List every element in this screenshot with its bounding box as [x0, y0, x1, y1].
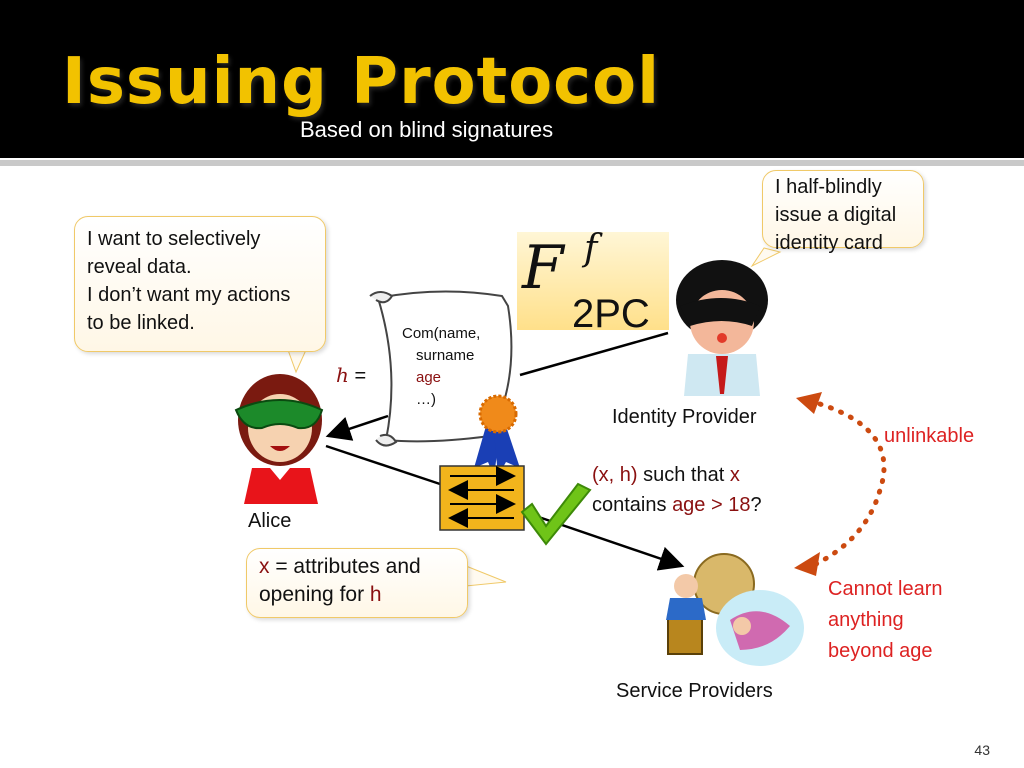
proof-age-condition: age > 18 — [672, 494, 751, 516]
commitment-line-4: …) — [416, 391, 436, 408]
provider-callout-line: issue a digital — [775, 204, 897, 226]
x-opening-text: opening for — [259, 583, 370, 606]
commitment-h-label: h = — [336, 363, 366, 388]
x-definition-text: = attributes and — [269, 555, 421, 578]
cannot-learn-label: Cannot learn anything beyond age — [828, 574, 943, 667]
provider-thought-callout: I half-blindly issue a digital identity … — [762, 170, 924, 254]
commitment-line-2: surname — [416, 347, 475, 364]
alice-thought-callout: I want to selectively reveal data. I don… — [74, 216, 326, 352]
proof-contains: contains — [592, 494, 673, 516]
cannot-learn-line: anything — [828, 609, 904, 631]
service-providers-avatar — [666, 553, 804, 666]
commitment-line-1: Com(name, — [402, 325, 481, 342]
scroll-to-alice-arrow — [325, 414, 389, 441]
slide-subtitle: Based on blind signatures — [300, 117, 554, 142]
alice-to-box-line — [325, 444, 441, 486]
proof-line-2: contains age > 18? — [592, 490, 762, 520]
identity-provider-label: Identity Provider — [612, 406, 757, 428]
slide-title: Issuing Protocol — [62, 45, 660, 119]
equals-sign: = — [348, 365, 367, 387]
service-providers-label: Service Providers — [616, 680, 773, 702]
alice-callout-line: I want to selectively — [87, 228, 261, 250]
page-number: 43 — [974, 742, 990, 758]
provider-to-scroll-line — [519, 331, 669, 377]
proof-x: x — [729, 464, 740, 486]
provider-callout-tail — [750, 247, 782, 268]
x-callout-tail — [465, 565, 507, 587]
header-divider — [0, 160, 1024, 166]
x-variable: x — [259, 555, 270, 578]
proof-pair: (x, h) — [592, 464, 638, 486]
alice-avatar — [234, 374, 324, 504]
functionality-superscript: f — [584, 228, 598, 269]
identity-provider-avatar — [676, 260, 768, 396]
cannot-learn-line: beyond age — [828, 640, 933, 662]
functionality-symbol: F — [522, 233, 564, 303]
provider-callout-line: I half-blindly — [775, 176, 882, 198]
x-definition-line-1: x = attributes and — [259, 553, 455, 581]
alice-callout-tail — [287, 349, 307, 374]
alice-callout-line: to be linked. — [87, 312, 195, 334]
commitment-line-3: age — [416, 369, 442, 386]
provider-callout-line: identity card — [775, 232, 883, 254]
exchange-protocol-box — [439, 465, 525, 531]
proof-such-that: such that — [637, 464, 730, 486]
x-definition-callout: x = attributes and opening for h — [246, 548, 468, 618]
cannot-learn-line: Cannot learn — [828, 578, 943, 600]
alice-callout-line: I don’t want my actions — [87, 284, 291, 306]
h-variable: h — [369, 583, 382, 606]
alice-callout-line: reveal data. — [87, 256, 192, 278]
seal-ribbon-icon — [474, 394, 520, 476]
header-bar — [0, 0, 1024, 158]
functionality-box — [517, 232, 669, 330]
commitment-text: Com(name, surname age …) — [402, 323, 480, 411]
proof-question-mark: ? — [750, 494, 762, 516]
x-definition-line-2: opening for h — [259, 581, 455, 609]
functionality-subscript: 2PC — [572, 292, 650, 336]
checkmark-icon — [520, 482, 592, 546]
unlinkable-arrowhead-top — [796, 392, 822, 414]
unlinkable-label: unlinkable — [884, 425, 975, 447]
unlinkable-arrowhead-bottom — [794, 552, 820, 576]
proof-line-1: (x, h) such that x — [592, 460, 762, 490]
proof-statement: (x, h) such that x contains age > 18? — [592, 460, 762, 520]
unlinkable-dotted-arrow — [809, 401, 887, 569]
h-symbol: h — [336, 363, 349, 387]
alice-label: Alice — [248, 510, 292, 532]
